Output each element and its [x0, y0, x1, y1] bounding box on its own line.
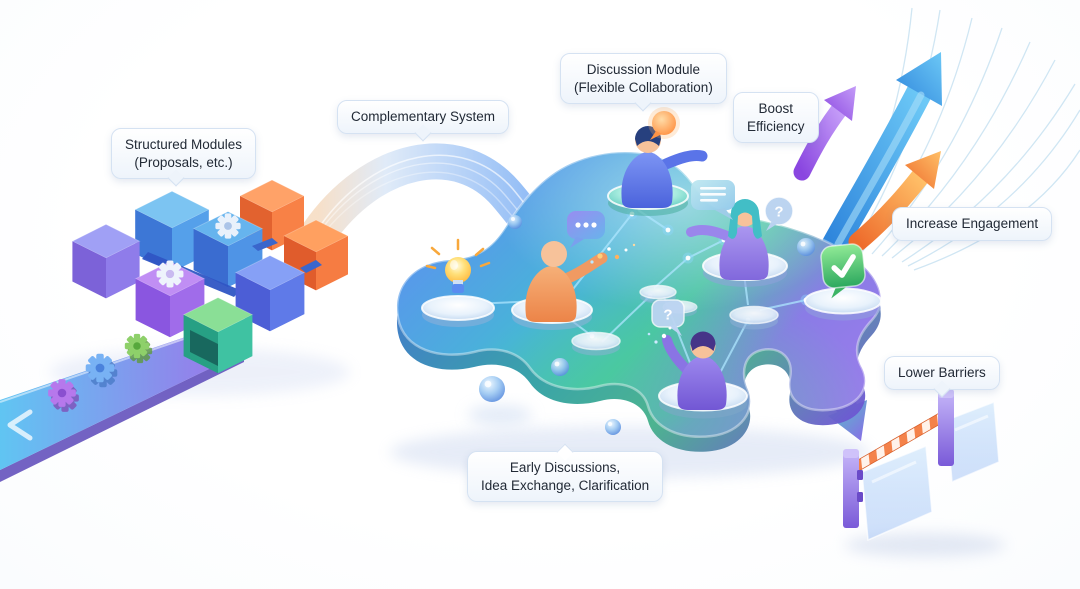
connector-bar — [252, 238, 278, 251]
person-woman — [686, 199, 769, 280]
person-orange — [525, 241, 608, 322]
chevron-icon — [7, 409, 33, 441]
question-mark: ? — [663, 307, 672, 324]
glass-panel-left — [861, 444, 933, 542]
gear-icon — [156, 260, 184, 288]
barrier-gate-icon — [843, 389, 1000, 542]
label-boost-efficiency: Boost Efficiency — [733, 92, 819, 144]
label-discussion-module: Discussion Module (Flexible Collaboratio… — [560, 53, 727, 105]
label-complementary-system: Complementary System — [337, 100, 510, 134]
lightbulb-icon — [425, 238, 491, 293]
chat-dots-bubble-icon — [567, 211, 605, 248]
gear-icon — [215, 213, 241, 239]
glass-panel-right — [946, 400, 1000, 484]
gate-post-left — [843, 452, 859, 528]
label-increase-engagement: Increase Engagement — [892, 207, 1053, 241]
label-early-discussions: Early Discussions, Idea Exchange, Clarif… — [467, 451, 664, 503]
gear-icon — [85, 353, 115, 383]
gate-post-right — [938, 392, 954, 466]
label-lower-barriers: Lower Barriers — [884, 356, 1000, 390]
gear-icon — [48, 379, 76, 407]
question-bubble-icon: ? — [764, 196, 794, 231]
glass-pods — [571, 284, 779, 356]
arrow-up-purple — [793, 86, 856, 181]
connector-bar — [300, 260, 322, 273]
platform-checkmark — [804, 287, 882, 321]
tunnel-opening — [190, 330, 218, 366]
sparkles — [590, 243, 672, 344]
question-mark: ? — [774, 204, 783, 221]
gear-icon — [124, 333, 150, 359]
lightbulb-platform — [421, 295, 495, 327]
gate-shadow — [845, 533, 1005, 557]
conveyor-belt — [0, 330, 244, 482]
floating-bubbles — [479, 215, 815, 435]
cube-purple — [71, 223, 141, 299]
question-bubble-icon: ? — [651, 299, 685, 336]
person-blue — [621, 126, 708, 208]
checkmark-icon — [820, 243, 866, 299]
chat-lines-bubble-icon — [691, 180, 735, 220]
arrow-up-blue — [821, 52, 942, 259]
small-shadow — [468, 405, 532, 425]
label-structured-modules: Structured Modules (Proposals, etc.) — [111, 128, 257, 180]
chat-bubble-orange — [648, 107, 680, 140]
arrow-up-orange — [848, 151, 941, 252]
person-question — [662, 331, 727, 410]
structured-module-cubes — [71, 179, 349, 374]
